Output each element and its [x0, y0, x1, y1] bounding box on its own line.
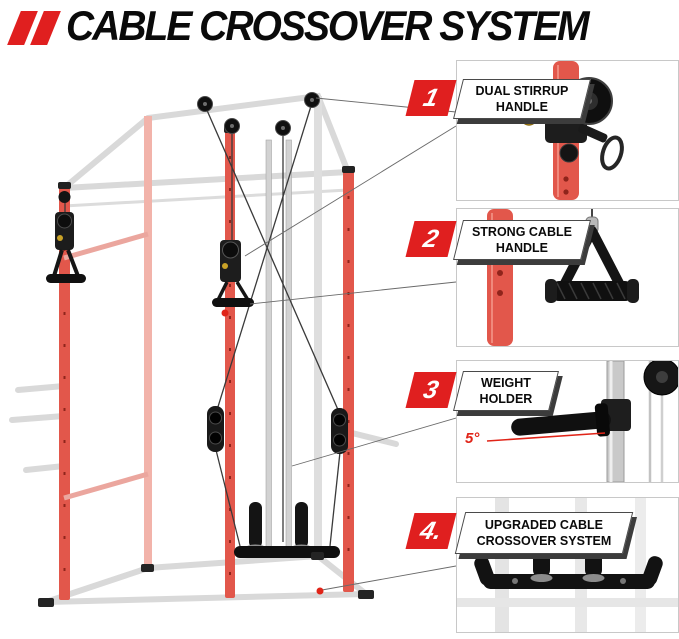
- feet-pads: [38, 552, 374, 607]
- angle-leader-line: [486, 432, 606, 442]
- top-pulleys: [197, 92, 320, 136]
- callout-label-1: DUAL STIRRUP HANDLE: [453, 79, 591, 119]
- red-crossbars: [63, 231, 149, 501]
- callout-label-2-text: STRONG CABLE HANDLE: [472, 224, 572, 255]
- left-trolley: [46, 191, 86, 283]
- mid-trolley: [212, 240, 254, 307]
- page-title: CABLE CROSSOVER SYSTEM: [66, 3, 590, 50]
- callout-number-1: 1: [420, 83, 442, 112]
- weight-holder-photo: 5°: [465, 361, 678, 482]
- callout-label-2: STRONG CABLE HANDLE: [453, 220, 591, 260]
- callout-label-4-text: UPGRADED CABLE CROSSOVER SYSTEM: [476, 517, 612, 548]
- rack-illustration: [0, 46, 456, 639]
- rear-posts: [144, 96, 322, 568]
- callout-label-3-text: WEIGHT HOLDER: [479, 375, 533, 406]
- guide-rods: [265, 139, 292, 553]
- brand-mark-icon: [7, 11, 61, 45]
- pullup-bar: [63, 188, 349, 208]
- red-callout-dots: [221, 309, 324, 595]
- ghost-frame: [9, 92, 399, 605]
- header: CABLE CROSSOVER SYSTEM: [7, 3, 590, 50]
- callout-label-1-text: DUAL STIRRUP HANDLE: [475, 83, 569, 114]
- callout-number-badge-3: 3: [405, 372, 457, 408]
- callout-number-badge-4: 4.: [405, 513, 457, 549]
- callout-label-3: WEIGHT HOLDER: [453, 371, 559, 411]
- cables: [64, 105, 341, 547]
- callout-number-4: 4.: [417, 516, 446, 545]
- callout-label-4: UPGRADED CABLE CROSSOVER SYSTEM: [454, 512, 634, 554]
- callout-number-3: 3: [420, 375, 442, 404]
- leader-lines: [244, 97, 456, 591]
- callout-number-badge-2: 2: [405, 221, 457, 257]
- callout-number-2: 2: [420, 224, 442, 253]
- mid-pulleys: [207, 406, 348, 454]
- callout-number-badge-1: 1: [405, 80, 457, 116]
- angle-annotation: 5°: [465, 430, 480, 447]
- red-posts: [59, 130, 354, 600]
